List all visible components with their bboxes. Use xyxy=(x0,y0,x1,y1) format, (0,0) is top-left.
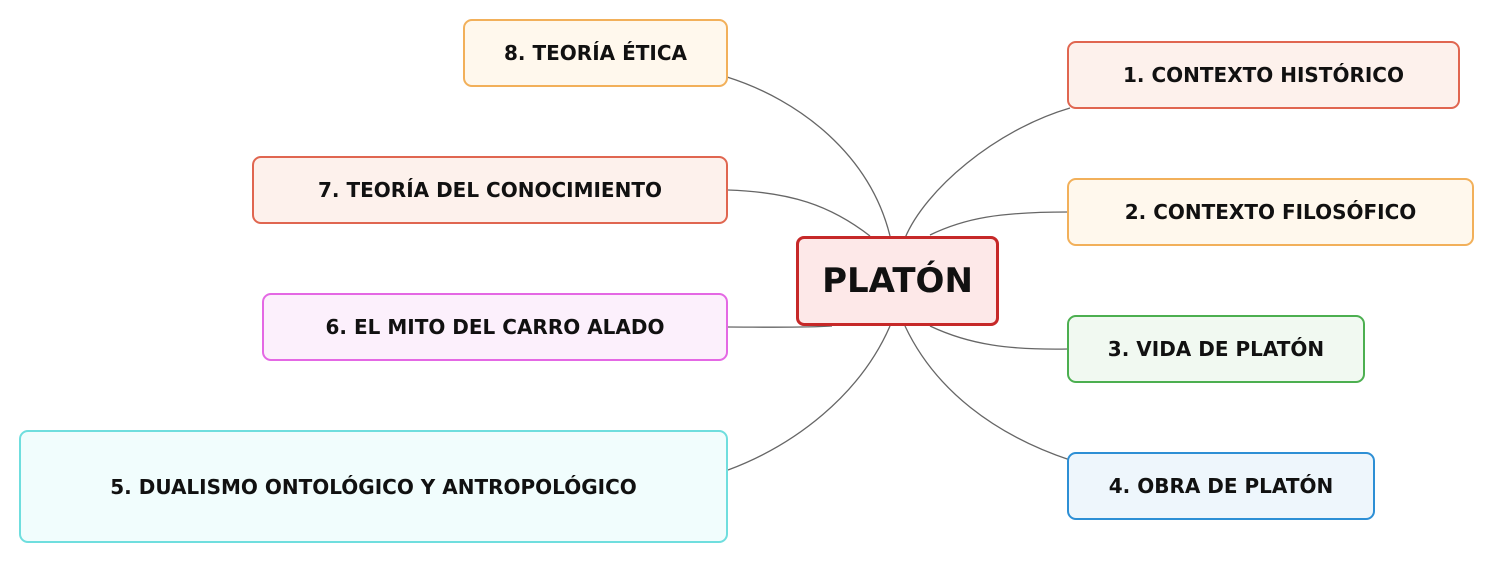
branch-node-vida-de-platon[interactable]: 3. VIDA DE PLATÓN xyxy=(1067,315,1365,383)
branch-node-obra-de-platon[interactable]: 4. OBRA DE PLATÓN xyxy=(1067,452,1375,520)
branch-label: 5. DUALISMO ONTOLÓGICO Y ANTROPOLÓGICO xyxy=(110,474,637,499)
connector-7 xyxy=(727,189,871,237)
connector-5 xyxy=(727,325,891,471)
central-topic-node[interactable]: PLATÓN xyxy=(796,236,999,326)
branch-label: 2. CONTEXTO FILOSÓFICO xyxy=(1124,200,1417,224)
connector-1 xyxy=(904,107,1071,239)
branch-label: 3. VIDA DE PLATÓN xyxy=(1107,337,1325,361)
connector-2 xyxy=(929,211,1069,236)
connector-6 xyxy=(727,325,833,328)
branch-node-contexto-filosofico[interactable]: 2. CONTEXTO FILOSÓFICO xyxy=(1067,178,1474,246)
branch-label: 7. TEORÍA DEL CONOCIMIENTO xyxy=(318,178,662,202)
branch-label: 8. TEORÍA ÉTICA xyxy=(504,41,687,65)
branch-node-teoria-etica[interactable]: 8. TEORÍA ÉTICA xyxy=(463,19,728,87)
branch-node-contexto-historico[interactable]: 1. CONTEXTO HISTÓRICO xyxy=(1067,41,1460,109)
connector-3 xyxy=(929,325,1069,350)
connector-8 xyxy=(726,76,891,237)
branch-label: 4. OBRA DE PLATÓN xyxy=(1108,474,1334,498)
connector-4 xyxy=(904,325,1071,461)
branch-label: 6. EL MITO DEL CARRO ALADO xyxy=(325,315,665,339)
central-topic-label: PLATÓN xyxy=(822,261,973,301)
branch-node-teoria-conocimiento[interactable]: 7. TEORÍA DEL CONOCIMIENTO xyxy=(252,156,728,224)
branch-node-mito-carro-alado[interactable]: 6. EL MITO DEL CARRO ALADO xyxy=(262,293,728,361)
branch-node-dualismo[interactable]: 5. DUALISMO ONTOLÓGICO Y ANTROPOLÓGICO xyxy=(19,430,728,543)
branch-label: 1. CONTEXTO HISTÓRICO xyxy=(1123,63,1404,87)
